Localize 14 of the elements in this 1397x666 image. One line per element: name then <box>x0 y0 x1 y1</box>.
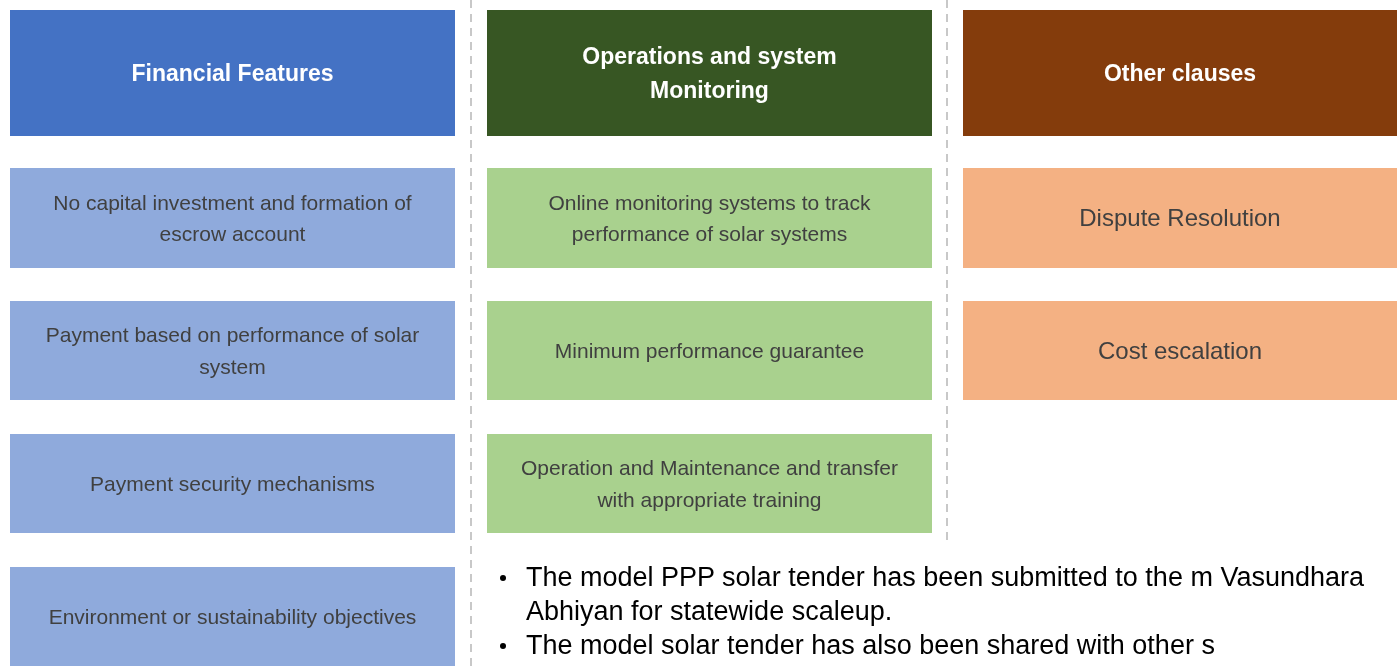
feature-box: No capital investment and formation of escrow account <box>10 168 455 268</box>
feature-box: Payment based on performance of solar system <box>10 301 455 400</box>
feature-box: Environment or sustainability objectives <box>10 567 455 666</box>
feature-box: Operation and Maintenance and transfer with appropriate training <box>487 434 932 533</box>
bullet-text: The model solar tender has also been shared with other s <box>526 629 1216 662</box>
column-header: Other clauses <box>963 10 1397 136</box>
bullet-text: The model PPP solar tender has been submitted to the m Vasundhara Abhiyan for statewide scaleup. <box>526 561 1365 628</box>
feature-box: Dispute Resolution <box>963 168 1397 268</box>
column-header: Financial Features <box>10 10 455 136</box>
feature-box: Minimum performance guarantee <box>487 301 932 400</box>
feature-box: Cost escalation <box>963 301 1397 400</box>
feature-box: Payment security mechanisms <box>10 434 455 533</box>
feature-box: Online monitoring systems to track performance of solar systems <box>487 168 932 268</box>
column-header: Operations and system Monitoring <box>487 10 932 136</box>
